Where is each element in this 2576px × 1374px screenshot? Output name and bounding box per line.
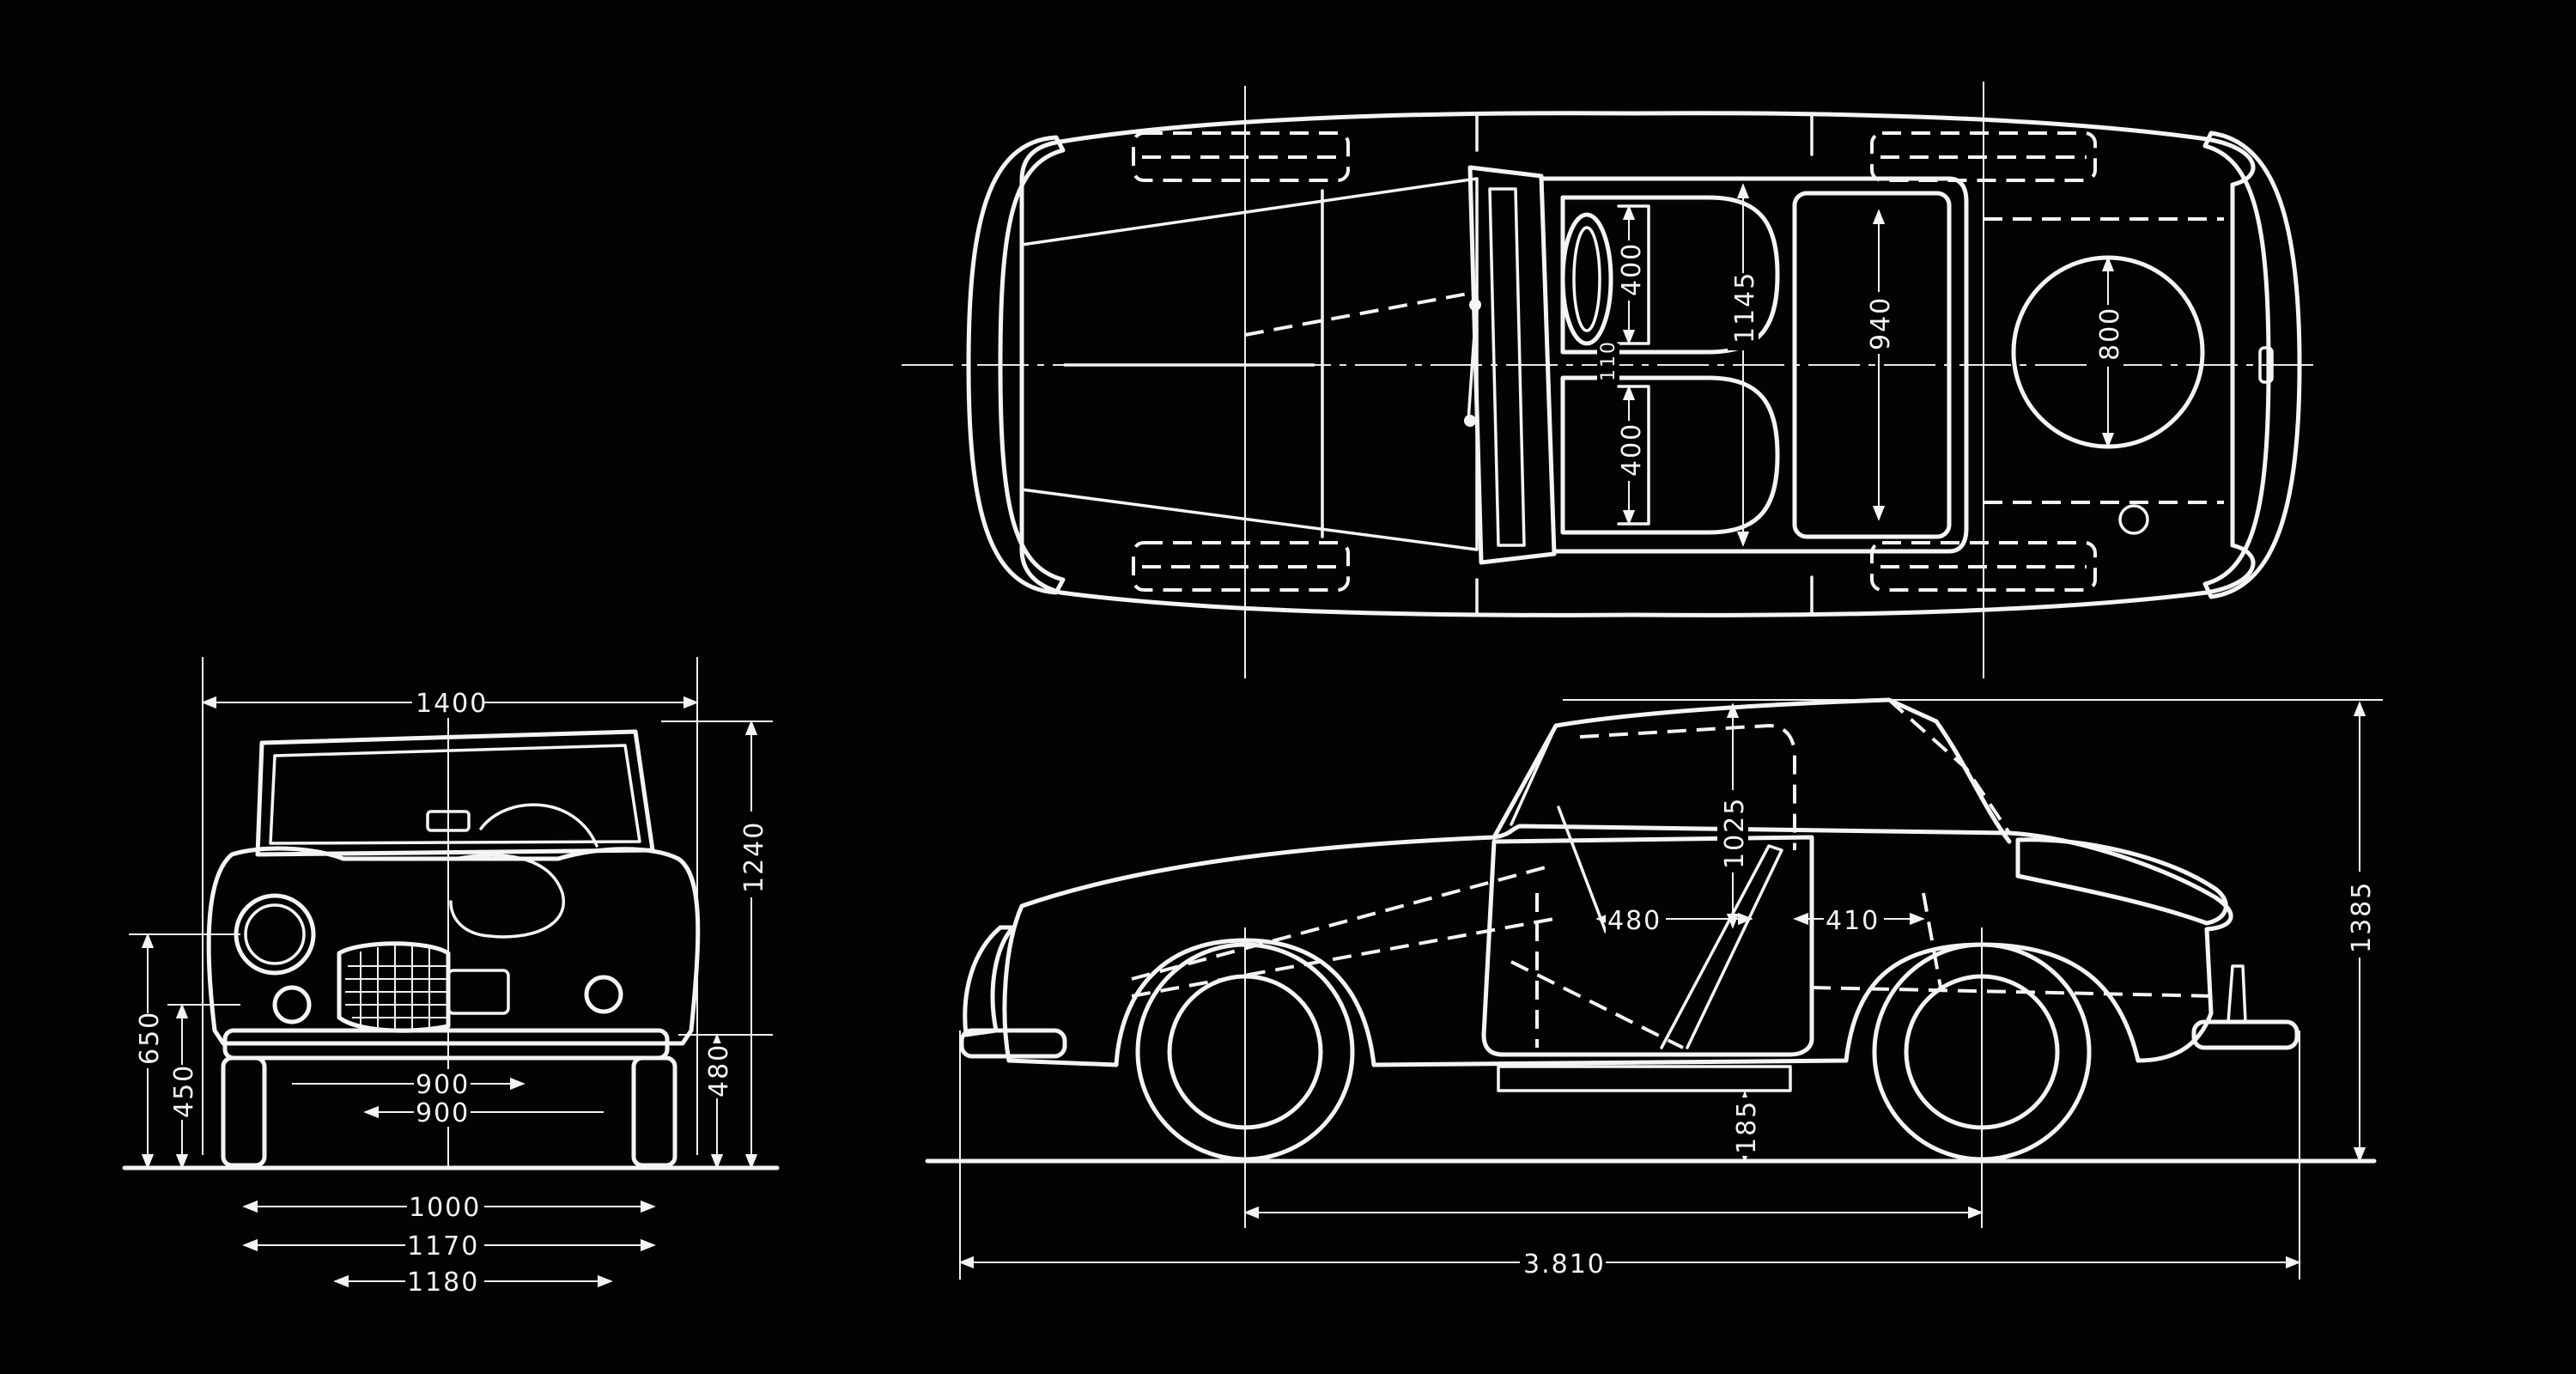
front-number-plate (447, 969, 510, 1015)
top-wiper (1467, 295, 1479, 423)
side-door (1481, 835, 1814, 1057)
top-cockpit-outline (1539, 176, 1969, 554)
top-dim-seat-lower: 400 (1617, 423, 1647, 477)
side-dim-overall-length: 3.810 (1523, 1249, 1606, 1280)
top-wheel-front-right (1132, 541, 1350, 592)
top-wheel-front-left (1132, 131, 1350, 182)
side-windscreen (1510, 724, 1558, 826)
front-grille-bars (345, 945, 447, 1030)
top-steering-wheel (1560, 212, 1613, 346)
front-sidelamp-left (272, 985, 312, 1024)
top-wheel-rear-right (1870, 541, 2097, 592)
side-dim-height: 1385 (2347, 881, 2377, 953)
front-body-outline (206, 846, 701, 1046)
front-dim-bumper-height: 480 (704, 1043, 734, 1097)
top-boot-dashed (1984, 217, 2224, 504)
side-dim-ground-clearance: 185 (1732, 1100, 1762, 1154)
front-dim-1000: 1000 (409, 1193, 481, 1223)
front-dim-height: 1240 (739, 821, 769, 893)
side-front-bumper (959, 1028, 1067, 1059)
top-rear-bumper (2202, 131, 2302, 599)
top-view: 400 400 1145 110 940 800 (902, 82, 2318, 678)
side-dim-seat-depth: 410 (1826, 906, 1880, 936)
top-wheel-rear-left (1870, 131, 2097, 182)
front-wheel-right (631, 1055, 677, 1168)
front-headlamp (234, 893, 316, 976)
side-body-outline (1002, 824, 2233, 1067)
front-dim-track-upper: 900 (416, 1070, 470, 1100)
side-sill (1497, 1065, 1792, 1092)
side-view: 1385 1025 480 410 185 3.810 (925, 697, 2383, 1280)
front-dim-headlamp-height: 650 (135, 1011, 165, 1065)
top-windscreen (1467, 165, 1557, 565)
top-steering-dashed (1244, 290, 1478, 337)
front-sidelamp-right (584, 975, 623, 1014)
side-seat-back (1660, 844, 1783, 1049)
side-soft-top-dashed (1579, 698, 2011, 850)
top-front-bumper (966, 135, 1066, 595)
side-dim-seat-height: 1025 (1720, 797, 1750, 869)
side-front-wheel (1135, 942, 1355, 1162)
side-rear-overrider (2227, 964, 2247, 1024)
side-rear-wheel (1872, 942, 2092, 1162)
front-wheel-left (221, 1055, 267, 1168)
front-dim-track-lower: 900 (416, 1098, 470, 1128)
front-view: 1400 1240 650 450 480 900 900 1000 1170 … (122, 657, 780, 1298)
side-rear-deck (2015, 837, 2228, 926)
top-dim-cockpit: 1145 (1730, 271, 1760, 344)
side-steering-column (1557, 806, 1607, 933)
top-rear-compartment (1792, 191, 1952, 539)
top-seat-right (1560, 375, 1780, 535)
top-fuel-cap (2118, 504, 2149, 535)
side-rear-bumper (2191, 1019, 2300, 1050)
side-internal-dashed (1131, 866, 2216, 1049)
side-soft-top (1492, 697, 2012, 844)
front-cutaway-panel (449, 854, 566, 939)
front-grille (337, 941, 451, 1033)
front-dim-1180: 1180 (407, 1268, 479, 1298)
side-dim-pedal-distance: 480 (1607, 906, 1662, 936)
front-windscreen-inner (269, 744, 641, 845)
top-body-outline (1019, 111, 2256, 617)
top-dim-gap: 110 (1598, 340, 1619, 381)
top-dim-rear-compartment: 940 (1866, 296, 1896, 350)
front-dim-width: 1400 (416, 689, 488, 719)
front-dim-1170: 1170 (407, 1231, 479, 1262)
top-windscreen-inner (1488, 187, 1526, 547)
top-rear-light (2258, 346, 2274, 384)
top-door-lines (1475, 112, 1814, 617)
top-dim-spare-wheel: 800 (2095, 307, 2125, 361)
top-dim-seat-upper: 400 (1617, 242, 1647, 296)
front-bumper (222, 1028, 670, 1061)
front-steering-wheel (479, 803, 598, 848)
front-mirror (426, 810, 471, 832)
front-dim-sidelamp-height: 450 (169, 1064, 199, 1118)
